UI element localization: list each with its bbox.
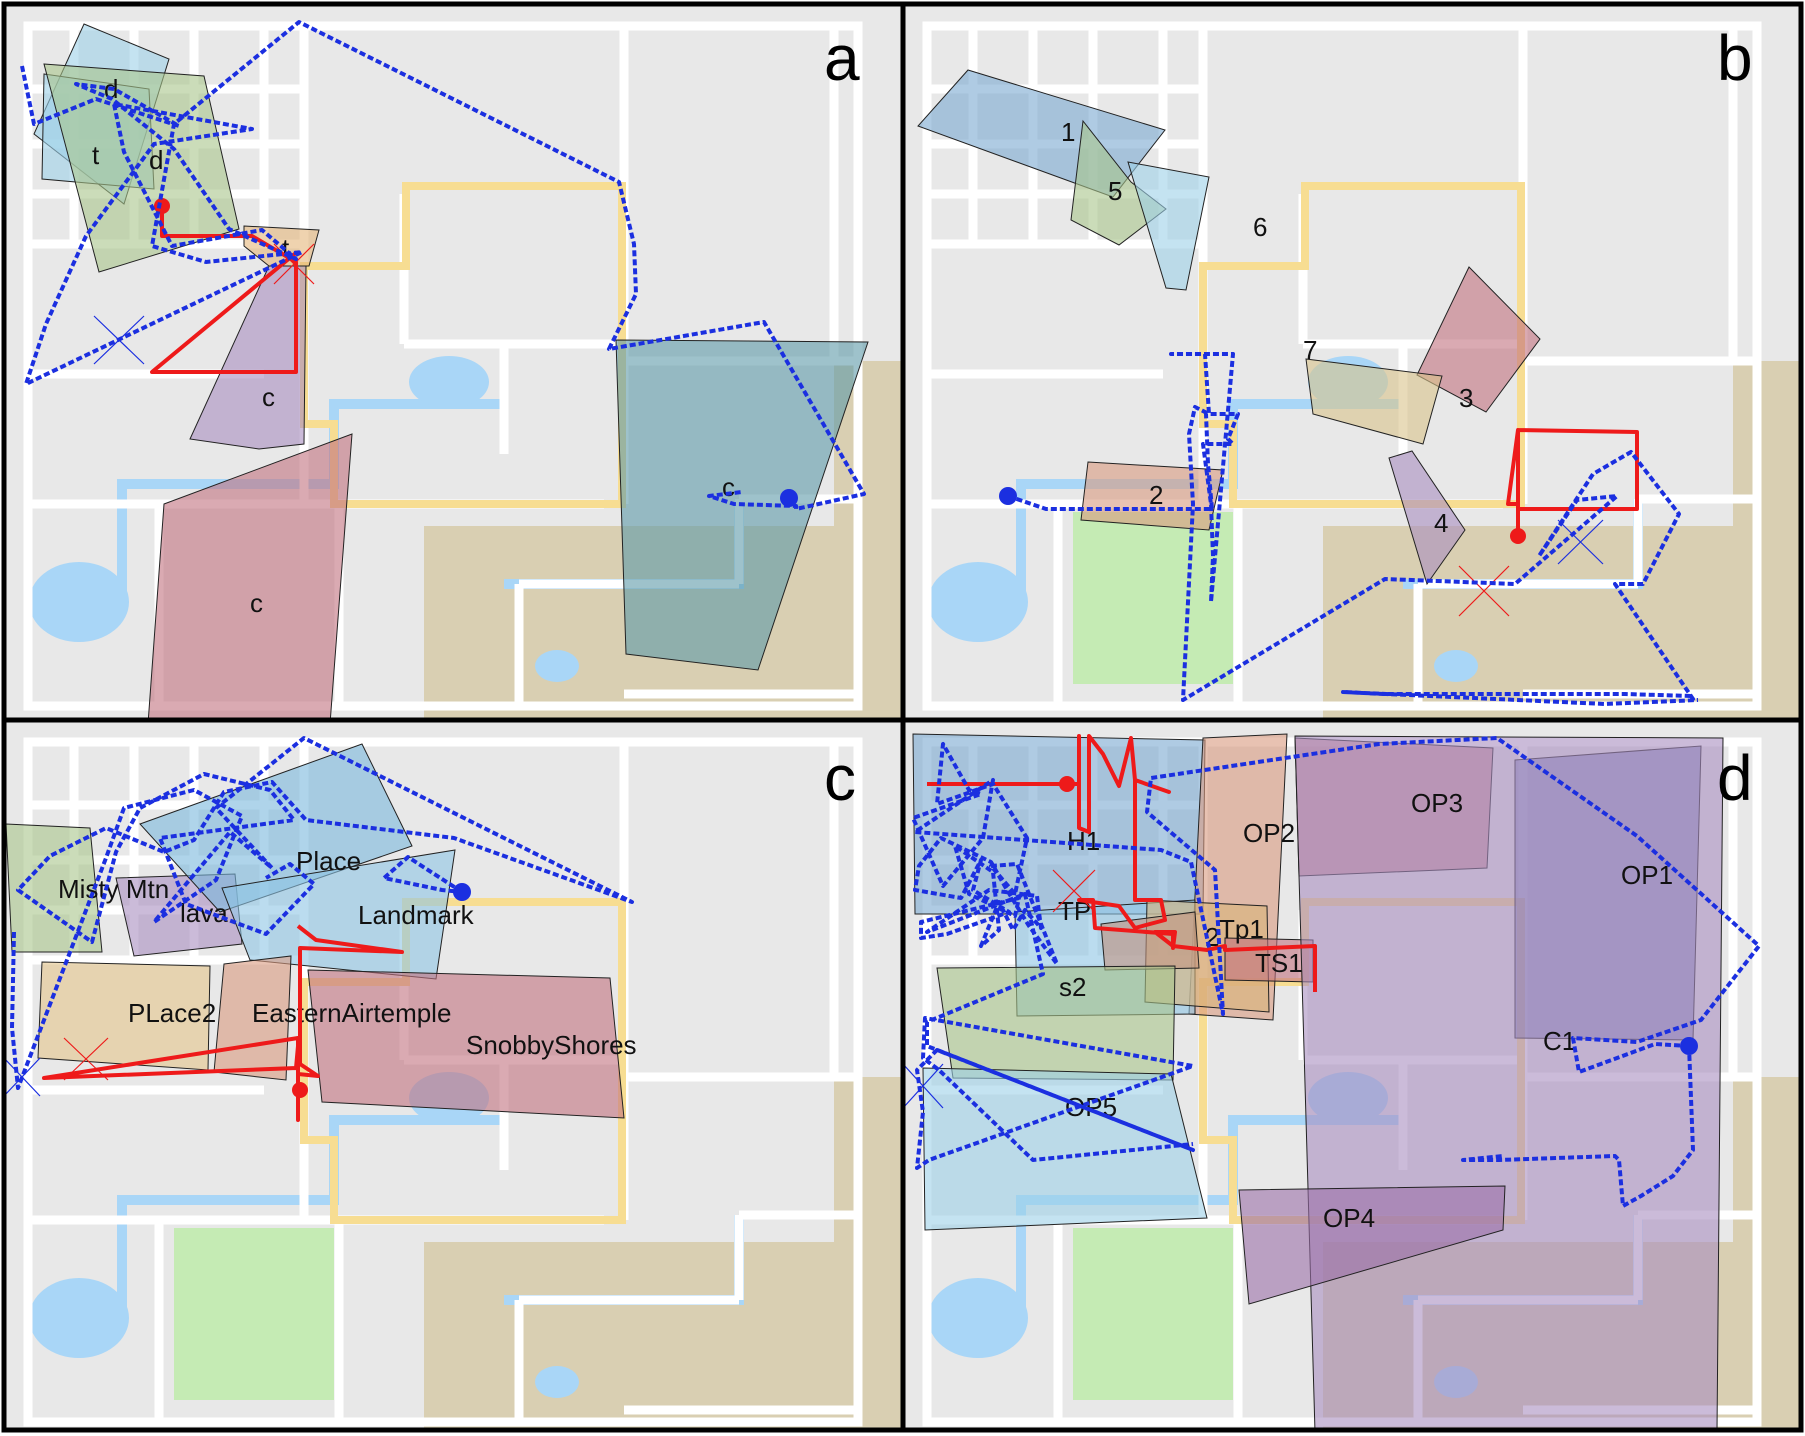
region-c-6-label: EasternAirtemple xyxy=(252,998,451,1028)
panel-c-planned-path xyxy=(42,924,404,1080)
panel-b-letter: b xyxy=(1717,22,1753,94)
region-d-2-label: OP2 xyxy=(1243,818,1295,848)
region-d-6-label: Tp1 xyxy=(1219,914,1264,944)
panel-d-planned-path xyxy=(927,734,1317,992)
panel-d: H1 OP2 OP3 OP1 TP Tp1 2 TS1 s2 C1 OP5 OP… xyxy=(900,717,1804,1433)
region-a-7-label: c xyxy=(722,472,735,502)
region-b-2 xyxy=(1070,119,1167,246)
panel-b-goal-x-marker xyxy=(1458,565,1510,617)
panel-b-start-x-marker xyxy=(1557,519,1604,565)
region-a-6-label: c xyxy=(250,588,263,618)
panel-b-labels: 1 5 6 7 3 2 4 xyxy=(1061,117,1473,538)
region-c-5-label: PLace2 xyxy=(128,998,216,1028)
panel-d-start-x-marker xyxy=(903,1063,944,1109)
region-a-5 xyxy=(189,265,307,450)
region-c-4-label: Landmark xyxy=(358,900,475,930)
region-b-1-label: 1 xyxy=(1061,117,1075,147)
region-b-6-label: 2 xyxy=(1149,480,1163,510)
panel-a-letter: a xyxy=(824,22,860,94)
region-c-3 xyxy=(139,743,413,913)
region-a-2-label: t xyxy=(92,140,100,170)
region-d-9-label: s2 xyxy=(1059,972,1086,1002)
panel-a-start-x-marker xyxy=(93,315,145,365)
region-c-7-label: SnobbyShores xyxy=(466,1030,637,1060)
region-b-6 xyxy=(1080,461,1224,531)
region-b-3-label: 6 xyxy=(1253,212,1267,242)
region-b-7-label: 4 xyxy=(1434,508,1448,538)
region-d-12-label: OP4 xyxy=(1323,1203,1375,1233)
panel-d-labels: H1 OP2 OP3 OP1 TP Tp1 2 TS1 s2 C1 OP5 OP… xyxy=(1058,788,1673,1233)
panel-c-letter: c xyxy=(824,742,856,814)
region-b-4 xyxy=(1416,266,1541,413)
region-c-1-label: Misty Mtn xyxy=(58,874,169,904)
region-d-10 xyxy=(1294,735,1724,1432)
panel-d-letter: d xyxy=(1717,742,1753,814)
region-c-2-label: lava xyxy=(180,898,228,928)
panel-c: Misty Mtn lava Place Landmark PLace2 Eas… xyxy=(1,717,907,1433)
panel-d-goal-x-marker xyxy=(1052,869,1096,913)
region-b-7 xyxy=(1388,450,1466,586)
panel-c-robot-path xyxy=(382,855,464,894)
panel-a-robot-end-marker xyxy=(780,489,798,507)
region-a-6 xyxy=(147,433,353,724)
panel-c-labels: Misty Mtn lava Place Landmark PLace2 Eas… xyxy=(58,846,637,1060)
panel-d-robot-path-end xyxy=(1461,1045,1695,1208)
region-d-8-label: TS1 xyxy=(1255,948,1303,978)
panel-d-robot-end-marker xyxy=(1680,1037,1698,1055)
region-d-10-label: C1 xyxy=(1543,1026,1576,1056)
panel-c-goal-x-marker xyxy=(63,1037,109,1081)
panel-c-robot-end-marker xyxy=(453,883,471,901)
region-b-4-label: 7 xyxy=(1303,335,1317,365)
region-c-7 xyxy=(307,969,625,1119)
region-c-1 xyxy=(5,823,103,953)
region-d-11 xyxy=(922,1067,1208,1231)
panel-b-robot-path xyxy=(1007,352,1699,706)
region-d-12 xyxy=(1238,1185,1506,1305)
panel-d-planned-start-marker xyxy=(1059,776,1075,792)
panel-d-robot-path xyxy=(911,736,1761,1170)
panel-b-regions xyxy=(917,69,1541,586)
panel-a-planned-start-marker xyxy=(154,198,170,214)
region-a-5-label: c xyxy=(262,382,275,412)
region-c-3-label: Place xyxy=(296,846,361,876)
panel-b-robot-end-marker xyxy=(999,487,1017,505)
panel-a: d t d t c c c a xyxy=(1,1,907,724)
panel-c-planned-start-marker xyxy=(292,1082,308,1098)
region-b-2-label: 5 xyxy=(1108,176,1122,206)
region-d-4-label: OP1 xyxy=(1621,860,1673,890)
panel-d-frame xyxy=(900,717,1804,1433)
region-a-3-label: d xyxy=(149,145,163,175)
panel-a-robot-path xyxy=(20,20,866,511)
region-b-5-label: 3 xyxy=(1459,383,1473,413)
panel-b: 1 5 6 7 3 2 4 b xyxy=(900,1,1804,724)
region-b-5 xyxy=(1305,358,1443,445)
panel-c-start-x-marker xyxy=(4,1057,41,1097)
region-d-3-label: OP3 xyxy=(1411,788,1463,818)
region-b-3 xyxy=(1127,161,1210,291)
panel-b-planned-start-marker xyxy=(1510,528,1526,544)
panel-c-robot-path-main xyxy=(10,736,634,1090)
